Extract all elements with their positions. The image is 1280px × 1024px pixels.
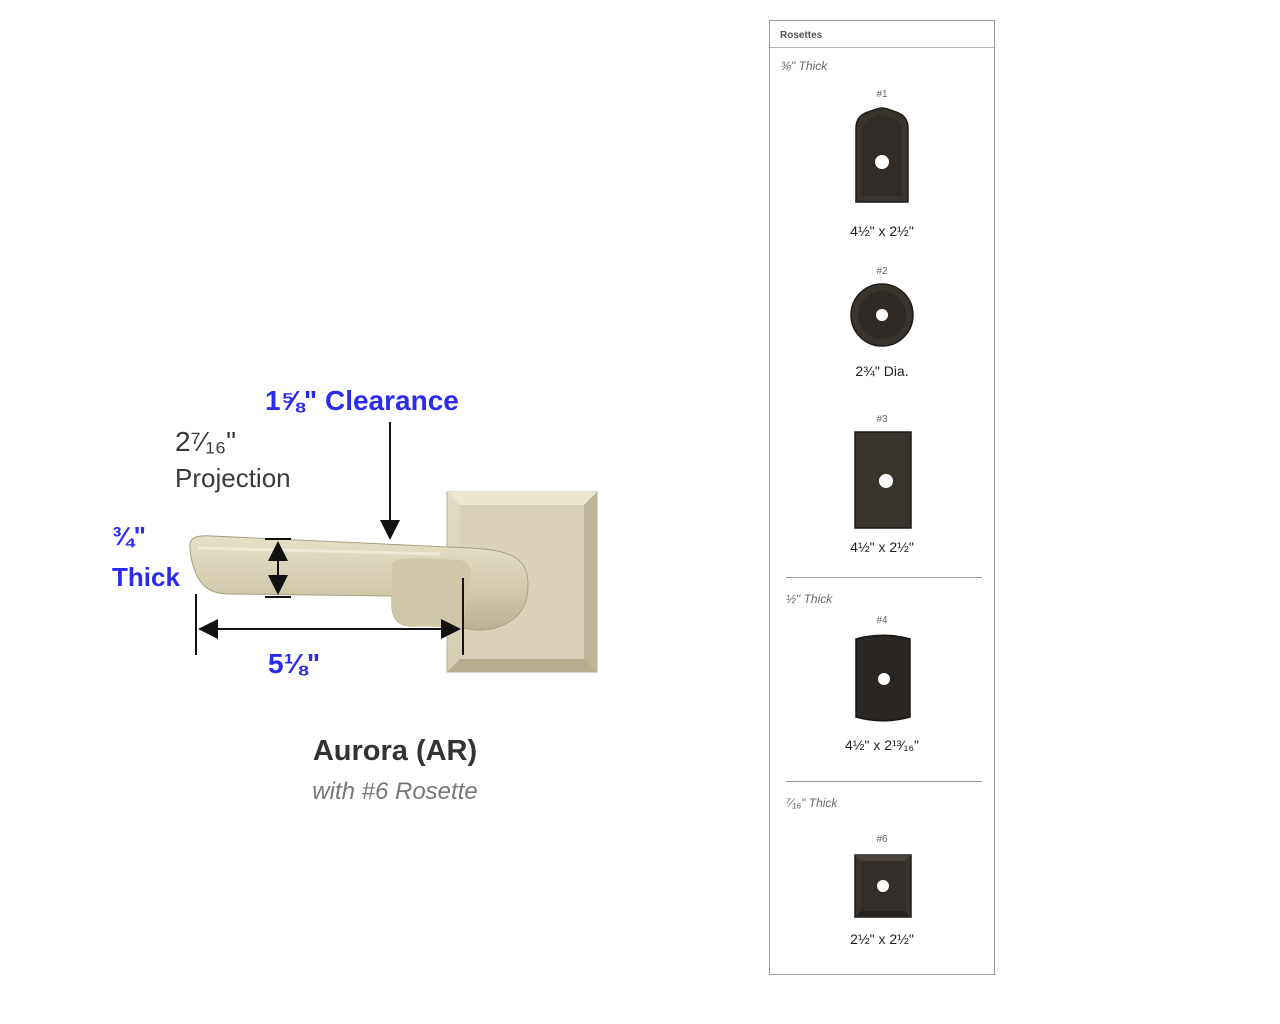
group-label-1-2-thick: ½" Thick (786, 592, 833, 606)
projection-label: Projection (175, 463, 291, 493)
rosette-size-3: 4½" x 2½" (850, 539, 914, 555)
rosette-size-1: 4½" x 2½" (850, 223, 914, 239)
rosette-number-3: #3 (876, 414, 888, 425)
rosette-number-4: #4 (876, 615, 888, 626)
thick-value: ¾" (112, 521, 146, 551)
product-title: Aurora (AR) (312, 735, 478, 767)
group-divider (786, 781, 982, 782)
rosette-4-curved-image (855, 634, 911, 722)
thick-label: Thick (112, 562, 180, 592)
group-divider (786, 577, 982, 578)
length-label: 5⅛" (268, 648, 320, 679)
rosette-number-2: #2 (876, 266, 888, 277)
thickness-dimension (265, 538, 291, 598)
rosette-size-2: 2¾" Dia. (855, 363, 909, 379)
product-subtitle: with #6 Rosette (312, 778, 478, 805)
rosettes-panel: Rosettes ⅜" Thick #1 4½" x 2½" #2 2¾" Di… (769, 20, 995, 975)
rosette-size-6: 2½" x 2½" (850, 931, 914, 947)
rosette-number-1: #1 (876, 89, 888, 100)
group-label-3-8-thick: ⅜" Thick (781, 59, 828, 73)
rosette-1-arched-image (855, 107, 909, 203)
rosette-6-square-image (854, 854, 912, 918)
rosette-size-4: 4½" x 2¹³⁄₁₆" (845, 737, 919, 753)
length-dimension (195, 578, 464, 655)
group-label-7-16-thick: ⁷⁄₁₆" Thick (786, 796, 838, 810)
rosette-number-6: #6 (876, 834, 888, 845)
projection-value: 2⁷⁄₁₆" (175, 426, 236, 457)
rosette-3-rectangle-image (854, 431, 912, 529)
rosette-2-round-image (850, 283, 914, 347)
rosettes-header: Rosettes (770, 21, 994, 48)
lever-handle-illustration (189, 535, 529, 631)
aurora-lever-diagram: 1⅝" Clearance 2⁷⁄₁₆" Projection ¾" Thick… (112, 385, 598, 679)
clearance-label: 1⅝" Clearance (265, 385, 459, 416)
